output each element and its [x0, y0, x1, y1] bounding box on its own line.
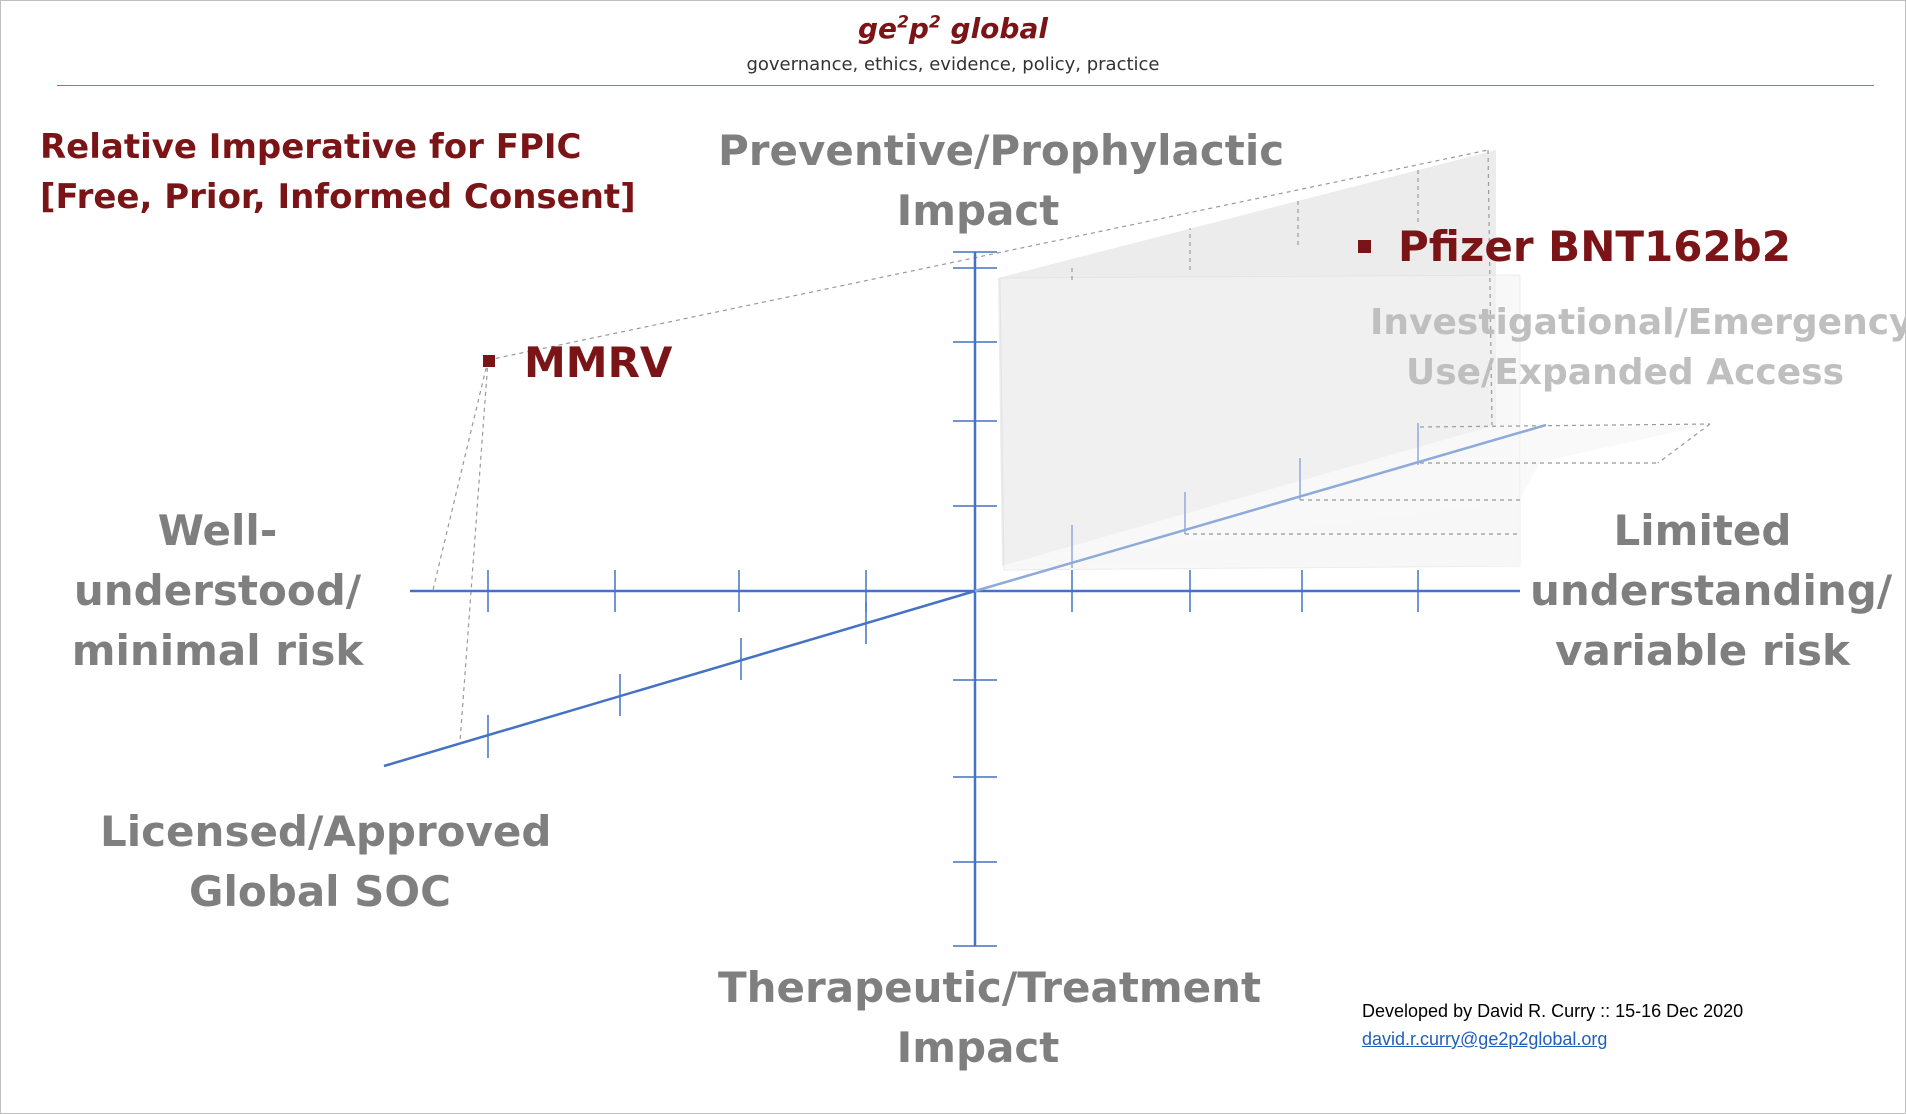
- pfizer-marker: [1358, 240, 1371, 253]
- axes: [383, 252, 1547, 946]
- diagram-title: Relative Imperative for FPIC [Free, Prio…: [40, 122, 636, 222]
- dashed-guides: [432, 149, 1711, 743]
- title-line-1: Relative Imperative for FPIC: [40, 127, 582, 167]
- mmrv-marker: [483, 355, 495, 367]
- brand-tagline: governance, ethics, evidence, policy, pr…: [746, 54, 1160, 75]
- header-divider: [57, 85, 1874, 86]
- floor-plane: [1002, 424, 1710, 566]
- horizontal-ticks: [487, 570, 1419, 612]
- credit-text: Developed by David R. Curry :: 15-16 Dec…: [1362, 1001, 1744, 1021]
- credit-block: Developed by David R. Curry :: 15-16 Dec…: [1362, 997, 1743, 1053]
- credit-email-link[interactable]: david.r.curry@ge2p2global.org: [1362, 1029, 1608, 1049]
- mmrv-label: MMRV: [524, 338, 673, 387]
- depth-axis-far: [974, 423, 1547, 593]
- depth-axis-near: [383, 589, 976, 768]
- brand-logo: ge2p2 global: [858, 12, 1048, 45]
- axis-label-left: Well-understood/minimal risk: [71, 506, 364, 675]
- vertical-ticks: [953, 251, 997, 947]
- title-line-2: [Free, Prior, Informed Consent]: [40, 177, 636, 217]
- pfizer-label: Pfizer BNT162b2: [1398, 222, 1791, 271]
- depth-ticks-near: [487, 602, 867, 758]
- depth-ticks-far: [1071, 423, 1419, 568]
